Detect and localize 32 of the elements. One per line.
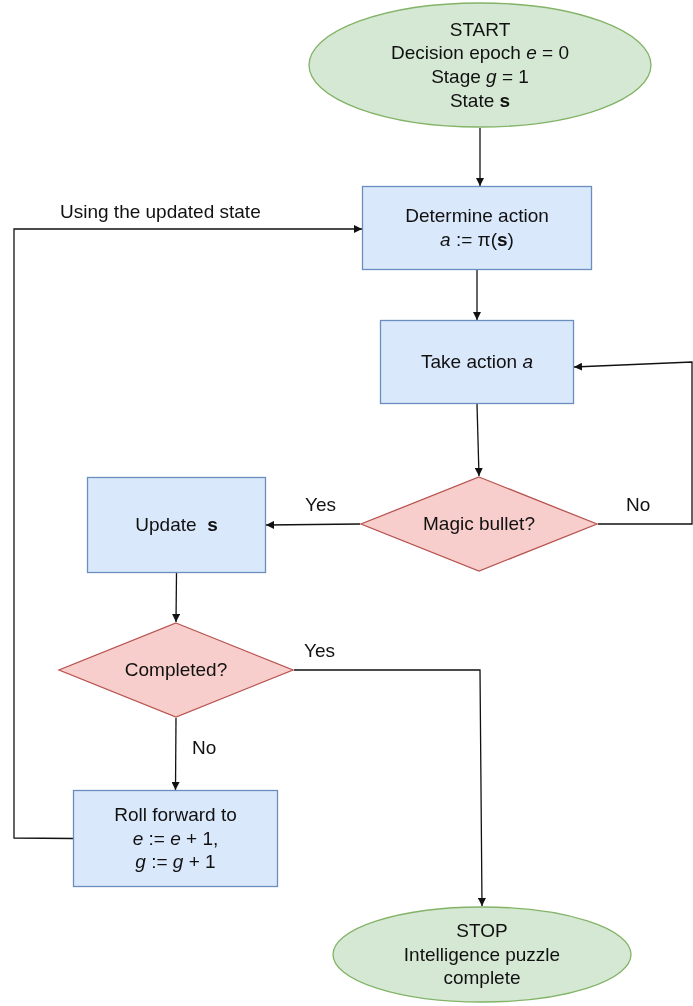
arrow <box>265 520 361 529</box>
node-text: Magic bullet? <box>423 512 535 536</box>
node-text: Intelligence puzzle complete <box>402 942 562 991</box>
arrow <box>476 127 484 187</box>
node-text: State s <box>449 88 511 113</box>
node-text: e := e + 1, <box>132 826 219 851</box>
decision-diamond <box>58 622 294 718</box>
terminal-ellipse <box>308 2 652 128</box>
node-text: a := π(s) <box>440 228 514 252</box>
arrow <box>171 717 180 791</box>
process-box <box>380 320 574 404</box>
node-text: STOP <box>456 918 508 943</box>
arrow <box>13 225 363 840</box>
decision-diamond <box>360 476 598 572</box>
process-box <box>73 790 278 887</box>
node-text: g := g + 1 <box>135 850 216 875</box>
arrow <box>473 269 481 321</box>
node-text: Update s <box>135 513 218 537</box>
node-text: Roll forward to <box>114 802 237 827</box>
arrow <box>172 572 181 623</box>
node-text: Take action a <box>421 350 533 374</box>
node-text: Stage g = 1 <box>431 65 529 89</box>
process-box <box>362 186 592 270</box>
arrow <box>293 669 486 907</box>
node-text: START <box>449 17 511 42</box>
process-box <box>87 477 266 573</box>
arrow <box>474 403 483 477</box>
node-text: Completed? <box>124 658 228 682</box>
node-text: Determine action <box>405 204 549 228</box>
terminal-ellipse <box>332 906 632 1003</box>
node-text: Decision epoch e = 0 <box>391 41 569 65</box>
arrow <box>573 361 693 525</box>
